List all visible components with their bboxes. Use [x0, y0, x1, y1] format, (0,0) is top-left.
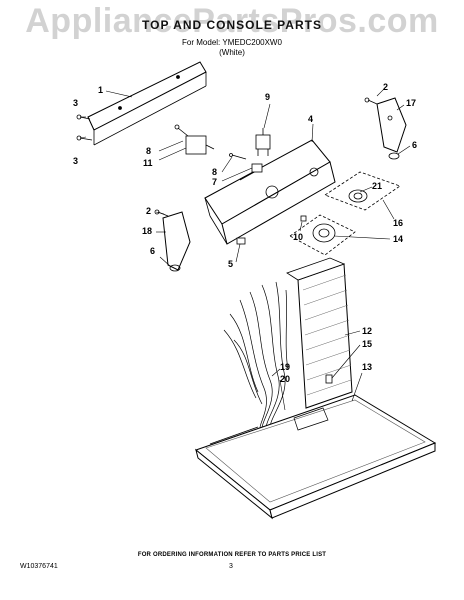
color-line: (White) — [219, 48, 245, 57]
callout-17: 17 — [406, 98, 417, 108]
callout-6-right: 6 — [412, 140, 418, 150]
callout-21: 21 — [372, 181, 383, 191]
callout-2-right: 2 — [383, 82, 389, 92]
callout-4: 4 — [308, 114, 314, 124]
callout-15: 15 — [362, 339, 373, 349]
callout-14: 14 — [393, 234, 404, 244]
page-title: TOP AND CONSOLE PARTS — [142, 18, 322, 32]
part-console — [204, 139, 336, 245]
callout-12: 12 — [362, 326, 373, 336]
model-info: For Model: YMEDC200XW0 (White) — [0, 38, 464, 58]
part-dryer-top — [194, 394, 437, 520]
callout-20: 20 — [280, 374, 291, 384]
callout-6-left: 6 — [150, 246, 156, 256]
part-knob-14 — [289, 214, 356, 256]
callout-8-lower: 8 — [212, 167, 218, 177]
document-number: W10376741 — [20, 563, 58, 570]
model-line: For Model: YMEDC200XW0 — [182, 38, 282, 47]
part-end-cap-right — [364, 97, 407, 160]
callout-10: 10 — [293, 232, 304, 242]
callout-18: 18 — [142, 226, 153, 236]
callout-3-upper: 3 — [73, 98, 79, 108]
part-knob-group — [324, 171, 401, 211]
part-timer — [174, 124, 215, 155]
part-screws — [76, 114, 93, 141]
part-rear-bracket — [87, 61, 207, 146]
part-end-cap-left — [154, 209, 191, 272]
callout-16: 16 — [393, 218, 404, 228]
part-wire-harness — [223, 281, 289, 431]
callout-8-upper: 8 — [146, 146, 152, 156]
leader-lines — [79, 88, 411, 411]
part-filter-screw — [325, 374, 333, 384]
callout-5: 5 — [228, 259, 234, 269]
part-lint-filter — [286, 257, 353, 409]
callout-1: 1 — [98, 85, 104, 95]
part-clip — [236, 237, 246, 245]
callout-11: 11 — [143, 158, 153, 168]
callout-9: 9 — [265, 92, 271, 102]
watermark: AppliancePartsPros.com — [25, 2, 439, 40]
page-number: 3 — [229, 563, 233, 570]
part-switch — [255, 128, 271, 156]
callout-13: 13 — [362, 362, 373, 372]
ordering-note: FOR ORDERING INFORMATION REFER TO PARTS … — [137, 552, 327, 558]
part-hardware — [229, 153, 263, 173]
callout-7: 7 — [212, 177, 218, 187]
callout-3-lower: 3 — [73, 156, 79, 166]
callout-2-left: 2 — [146, 206, 152, 216]
part-knob-21 — [348, 189, 368, 203]
callout-19: 19 — [280, 362, 291, 372]
